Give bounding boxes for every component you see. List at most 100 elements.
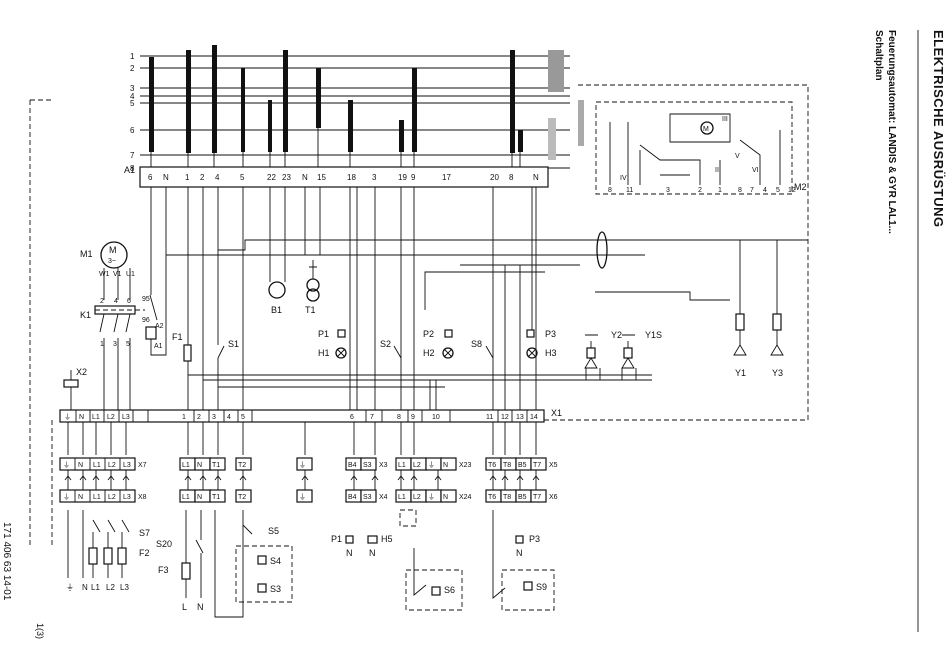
m2-terminal: 4	[763, 187, 767, 194]
a1-terminal: 23	[282, 173, 291, 182]
a1-terminal: N	[533, 173, 539, 182]
svg-text:3~: 3~	[108, 258, 116, 265]
p1-lower-label: P1	[331, 534, 342, 544]
controller-title: Feuerungsautomat: LANDIS & GYR LAL1...	[886, 30, 897, 234]
x1-terminal: N	[79, 414, 84, 421]
plug-terminal: T7	[533, 462, 541, 469]
plug-connector	[79, 470, 87, 490]
rail-bars	[149, 45, 523, 153]
f1-label: F1	[172, 332, 183, 342]
a1-terminal: 6	[148, 173, 153, 182]
m2-terminal: 1	[718, 187, 722, 194]
plug-terminal: ⏚	[299, 461, 306, 469]
plug-x4c-cell	[296, 489, 313, 503]
x1-terminal: L2	[107, 414, 115, 421]
plug-terminal: N	[197, 462, 202, 469]
s4-label: S4	[270, 556, 281, 566]
s8-label: S8	[471, 339, 482, 349]
plug-x6-cell	[530, 489, 547, 503]
y3-label: Y3	[772, 368, 783, 378]
m2-terminal: 7	[750, 187, 754, 194]
a1-terminal: 2	[200, 173, 205, 182]
x1-label: X1	[551, 408, 562, 418]
transformer-t1-b	[306, 288, 320, 302]
a1-terminal: 19	[398, 173, 407, 182]
plug-terminal: N	[443, 494, 448, 501]
plug-terminal: ⏚	[428, 493, 435, 501]
h2-label: H2	[423, 348, 435, 358]
plug-terminal: T8	[503, 494, 511, 501]
plug-connector	[122, 470, 130, 490]
svg-text:V: V	[735, 153, 740, 160]
x1-terminal: 5	[241, 414, 245, 421]
fuse-f1	[183, 344, 192, 362]
a1-terminal: N	[302, 173, 308, 182]
plug-terminal: ⏚	[299, 493, 306, 501]
m2-terminal: 3	[666, 187, 670, 194]
supply-label: N	[82, 583, 88, 592]
plug-terminal: T2	[238, 462, 246, 469]
plug-x24-cell	[440, 489, 457, 503]
x1-terminal: 11	[486, 414, 493, 421]
m2-terminal: 12	[788, 187, 796, 194]
supply-label: ⏚	[66, 583, 74, 592]
svg-text:L: L	[182, 602, 187, 612]
s9-label: S9	[536, 582, 547, 592]
m1-label: M1	[80, 249, 93, 259]
pressure-p1-lower	[345, 535, 354, 544]
m2-terminal: 8	[738, 187, 742, 194]
plug-terminal: L3	[123, 462, 131, 469]
x1-terminal: 4	[227, 414, 231, 421]
plug-terminal: T6	[488, 462, 496, 469]
plug-connector	[64, 470, 72, 490]
plug-x4a-cell	[209, 489, 226, 503]
s4-sensor	[257, 555, 267, 565]
svg-text:IV: IV	[620, 175, 627, 182]
s4-s3-box	[235, 545, 293, 603]
svg-text:6: 6	[127, 298, 131, 305]
plug-terminal: L1	[398, 494, 406, 501]
plug-terminal: N	[197, 494, 202, 501]
rail-drops	[150, 128, 521, 168]
rail-number: 4	[130, 92, 135, 101]
sensor-b1	[268, 281, 286, 299]
s1-label: S1	[228, 339, 239, 349]
plug-terminal: B4	[348, 494, 357, 501]
a1-terminal: 18	[347, 173, 356, 182]
pressure-p2	[444, 329, 453, 338]
plug-connector	[434, 470, 442, 490]
svg-text:N: N	[197, 602, 204, 612]
plug-terminal: ⏚	[428, 461, 435, 469]
svg-text:2: 2	[100, 298, 104, 305]
plug-x6-label: X6	[549, 494, 558, 501]
plug-connector	[301, 470, 309, 490]
p3-lower-label: P3	[529, 534, 540, 544]
h5-label: H5	[381, 534, 393, 544]
supply-label: L3	[120, 583, 129, 592]
svg-text:M: M	[109, 245, 117, 255]
plug-x4d-cell	[360, 489, 377, 503]
x1-terminal: L1	[92, 414, 100, 421]
a1-terminal: 17	[442, 173, 451, 182]
p3-label: P3	[545, 329, 556, 339]
a1-terminal: 5	[240, 173, 245, 182]
control-frame-left	[29, 99, 52, 545]
plug-terminal: L2	[413, 494, 421, 501]
fuse-f2-1	[88, 547, 98, 565]
rail-number: 1	[130, 52, 135, 61]
x1-drops	[67, 422, 537, 455]
svg-text:95: 95	[142, 296, 150, 303]
svg-text:N: N	[346, 548, 353, 558]
pressure-p3-lower	[515, 535, 524, 544]
plug-x4b-cell	[235, 489, 252, 503]
s20-label: S20	[156, 539, 172, 549]
svg-text:VI: VI	[752, 167, 759, 174]
plug-terminal: S3	[363, 494, 372, 501]
plug-x3d-cell	[360, 457, 377, 471]
m2-terminal: 11	[626, 187, 633, 194]
plug-connector	[92, 470, 100, 490]
y1s-label: Y1S	[645, 330, 662, 340]
